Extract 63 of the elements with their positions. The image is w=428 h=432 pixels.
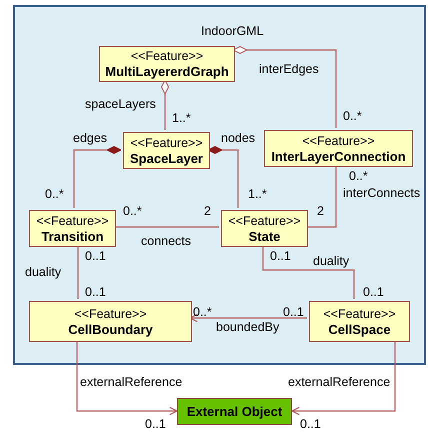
- class-box: [264, 130, 413, 167]
- stereotype-label: <<Feature>>: [228, 212, 301, 228]
- connector-line: [114, 226, 219, 228]
- association-line: [232, 46, 337, 128]
- class-name: InterLayerConnection: [271, 148, 406, 164]
- edge-label: duality: [313, 254, 350, 269]
- multiplicity-label: 0..1: [300, 417, 321, 432]
- arrow: [189, 314, 307, 322]
- class-name: SpaceLayer: [130, 150, 203, 166]
- multiplicity-label: 0..1: [85, 249, 106, 264]
- multiplicity-label: 2: [204, 204, 211, 219]
- arrow: [291, 340, 396, 416]
- multiplicity-label: 0..1: [85, 285, 106, 300]
- edge-label: boundedBy: [216, 320, 280, 335]
- stereotype-label: <<Feature>>: [323, 306, 396, 322]
- class-box: [123, 132, 210, 169]
- class-box: [221, 210, 308, 247]
- multiplicity-label: 0..1: [270, 249, 291, 264]
- multiplicity-label: 2: [317, 204, 324, 219]
- connector-line: [306, 165, 337, 228]
- connector-line: [77, 245, 79, 299]
- edge-label: nodes: [221, 131, 256, 146]
- multiplicity-label: 0..*: [45, 187, 64, 202]
- stereotype-label: <<Feature>>: [130, 134, 203, 150]
- package-frame: [13, 5, 426, 365]
- edge-label: edges: [73, 131, 108, 146]
- multiplicity-label: 0..1: [363, 285, 384, 300]
- edge-label: connects: [141, 234, 192, 249]
- multiplicity-label: 0..*: [343, 109, 362, 124]
- external-class-box: [177, 398, 292, 425]
- class-name: Transition: [41, 228, 104, 244]
- edge-label: interEdges: [259, 62, 319, 77]
- association-line: [161, 80, 169, 130]
- class-box: [309, 301, 410, 342]
- class-box: [99, 46, 235, 82]
- class-name: CellSpace: [328, 322, 391, 338]
- arrow: [76, 340, 178, 416]
- stereotype-label: <<Feature>>: [36, 212, 109, 228]
- multiplicity-label: 1..*: [248, 187, 267, 202]
- multiplicity-label: 0..1: [145, 417, 166, 432]
- class-name: MultiLayererdGraph: [105, 64, 229, 80]
- stereotype-label: <<Feature>>: [302, 132, 375, 148]
- edge-label: externalReference: [288, 375, 390, 390]
- multiplicity-label: 0..*: [193, 305, 212, 320]
- multiplicity-label: 0..1: [283, 305, 304, 320]
- multiplicity-label: 0..*: [123, 204, 142, 219]
- edge-label: interConnects: [343, 186, 420, 201]
- edge-label: duality: [25, 265, 62, 280]
- stereotype-label: <<Feature>>: [74, 306, 147, 322]
- class-box: [29, 210, 116, 247]
- class-name: External Object: [186, 404, 282, 420]
- class-box: [29, 301, 192, 342]
- edge-label: externalReference: [80, 375, 182, 390]
- multiplicity-label: 1..*: [172, 111, 191, 126]
- connector-line: [262, 245, 355, 299]
- association-line: [73, 146, 122, 208]
- multiplicity-label: 0..*: [349, 169, 368, 184]
- package-title: IndoorGML: [201, 23, 264, 40]
- edge-label: spaceLayers: [85, 97, 156, 112]
- class-name: State: [248, 228, 280, 244]
- class-name: CellBoundary: [68, 322, 153, 338]
- stereotype-label: <<Feature>>: [130, 48, 204, 64]
- association-line: [208, 146, 239, 208]
